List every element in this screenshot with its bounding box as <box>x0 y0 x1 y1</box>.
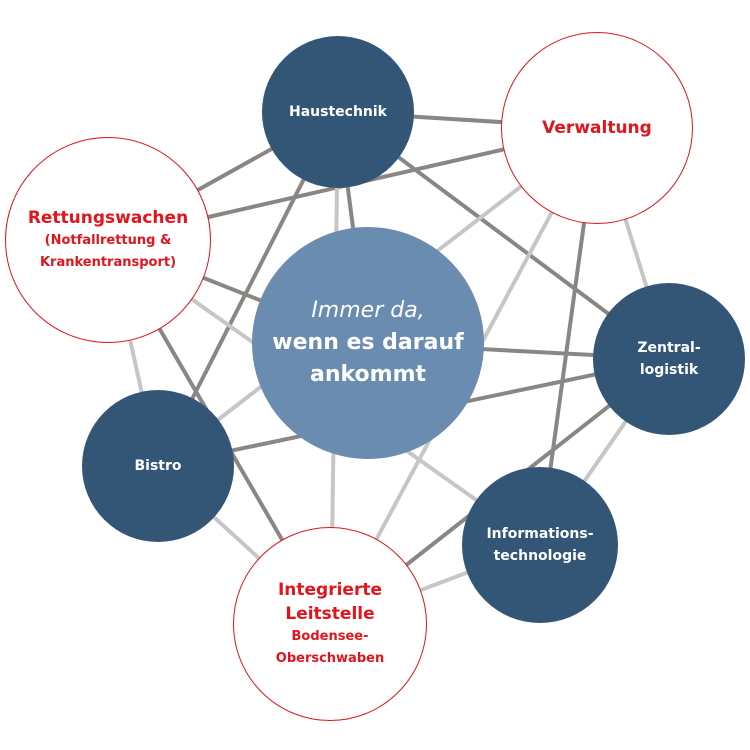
label: Bistro <box>134 458 182 474</box>
line-2: logistik <box>639 362 699 378</box>
line-1: Integrierte <box>277 580 383 600</box>
node-haustechnik: Haustechnik <box>262 36 414 188</box>
line-2: Leitstelle <box>285 604 375 624</box>
node-bistro: Bistro <box>82 390 234 542</box>
subtitle-1: (Notfallrettung & <box>44 233 172 248</box>
label: Verwaltung <box>542 118 652 138</box>
subtitle-2: Oberschwaben <box>275 651 385 666</box>
line-3: ankommt <box>309 362 427 387</box>
line-1: Immer da, <box>311 298 425 323</box>
subtitle-1: Bodensee- <box>291 629 369 644</box>
node-leitstelle: Integrierte Leitstelle Bodensee- Obersch… <box>233 527 427 721</box>
line-1: Informations- <box>486 526 594 542</box>
line-1: Zentral- <box>637 340 701 356</box>
node-center: Immer da, wenn es darauf ankommt <box>252 227 484 459</box>
node-informationstechnologie: Informations- technologie <box>462 467 618 623</box>
label: Haustechnik <box>289 104 387 120</box>
node-verwaltung: Verwaltung <box>501 32 693 224</box>
node-zentrallogistik: Zentral- logistik <box>593 283 745 435</box>
line-2: wenn es darauf <box>272 330 464 355</box>
node-rettungswachen: Rettungswachen (Notfallrettung & Kranken… <box>5 137 211 343</box>
subtitle-2: Krankentransport) <box>39 255 177 270</box>
line-2: technologie <box>493 548 587 564</box>
title: Rettungswachen <box>27 208 189 228</box>
